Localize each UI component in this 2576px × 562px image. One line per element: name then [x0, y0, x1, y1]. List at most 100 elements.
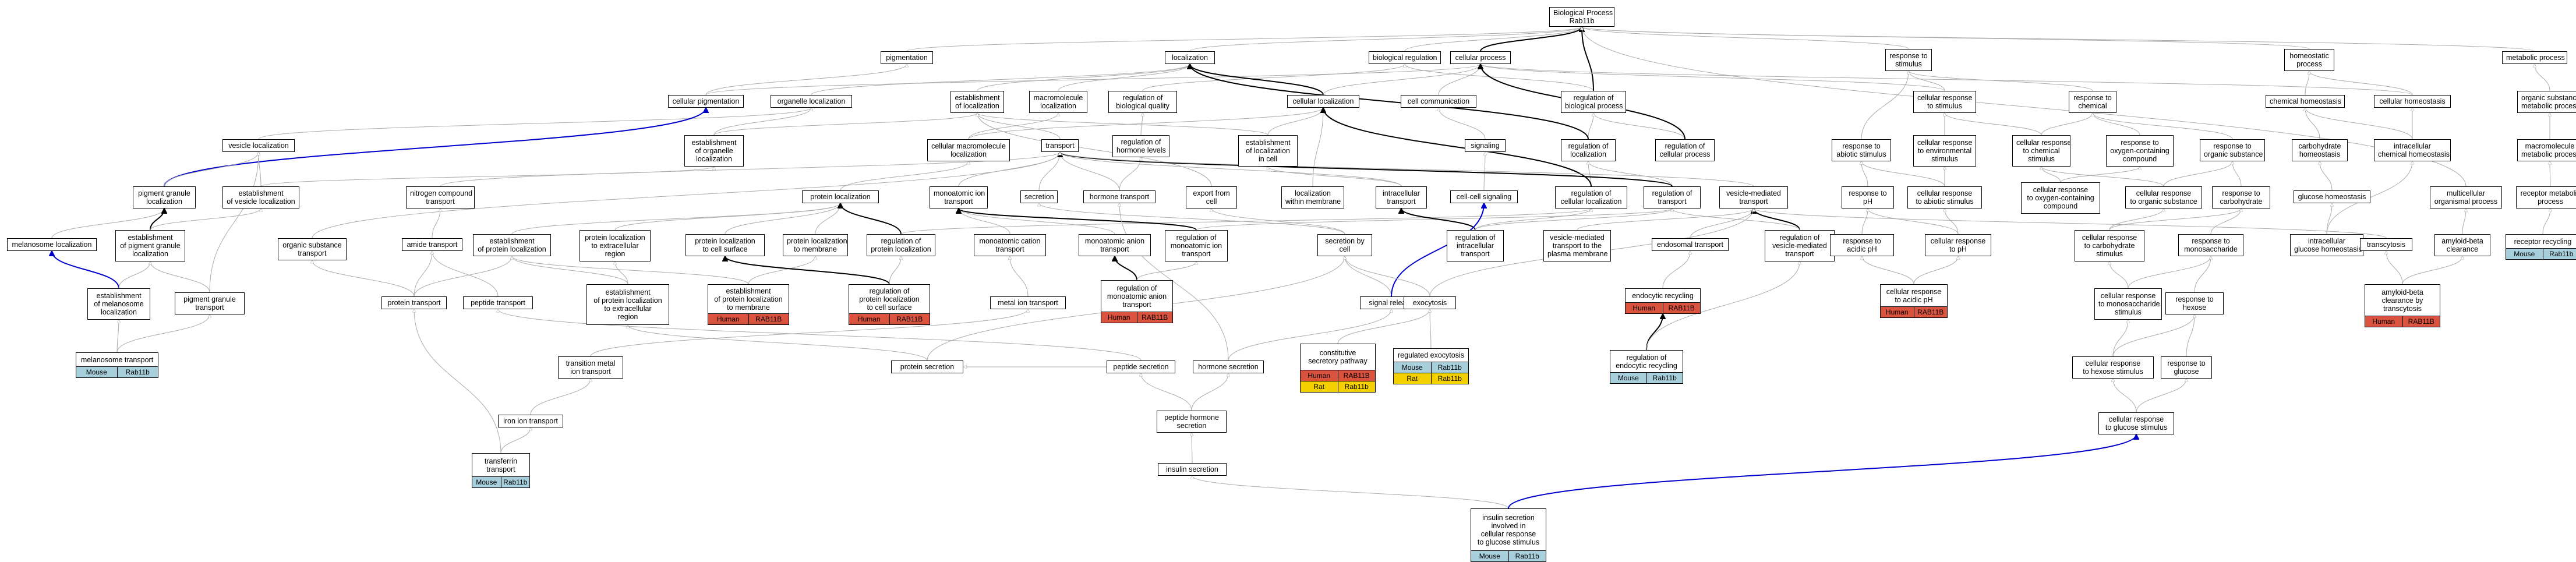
term-node-pigmentation[interactable]: pigmentation [881, 51, 933, 64]
term-node-protein-transport[interactable]: protein transport [381, 296, 447, 309]
term-node-hormone-secretion[interactable]: hormone secretion [1193, 360, 1264, 373]
term-node-peptide-secretion[interactable]: peptide secretion [1107, 360, 1175, 373]
term-node-vesicle-localization[interactable]: vesicle localization [222, 139, 295, 152]
term-node-glucose-homeostasis[interactable]: glucose homeostasis [2294, 190, 2370, 203]
term-node-endosomal-transport[interactable]: endosomal transport [1652, 238, 1729, 251]
term-node-insulin-secretion[interactable]: insulin secretion [1158, 463, 1227, 476]
term-node-amide-transport[interactable]: amide transport [402, 238, 462, 251]
term-node-localization[interactable]: localization [1165, 51, 1215, 64]
term-node-cellular-localization[interactable]: cellular localization [1287, 95, 1359, 108]
term-node-organelle-localization[interactable]: organelle localization [771, 95, 852, 108]
term-node-transport[interactable]: transport [1041, 139, 1079, 152]
term-node-protein-localization[interactable]: protein localization [802, 190, 879, 203]
term-node-exocytosis[interactable]: exocytosis [1404, 296, 1456, 309]
term-node-melanosome-localization[interactable]: melanosome localization [7, 238, 97, 251]
term-node-cellular-process[interactable]: cellular process [1450, 51, 1511, 64]
term-node-biological-regulation[interactable]: biological regulation [1369, 51, 1441, 64]
term-node-metal-ion-transport[interactable]: metal ion transport [990, 296, 1066, 309]
term-node-secretion[interactable]: secretion [1020, 190, 1058, 203]
term-node-metabolic-process[interactable]: metabolic process [2502, 51, 2567, 64]
term-node-signaling[interactable]: signaling [1465, 139, 1506, 152]
term-node-iron-ion-transport[interactable]: iron ion transport [498, 415, 563, 427]
term-node-cell-cell-signaling[interactable]: cell-cell signaling [1450, 190, 1518, 203]
term-node-chemical-homeostasis[interactable]: chemical homeostasis [2266, 95, 2345, 108]
term-node-hormone-transport[interactable]: hormone transport [1083, 190, 1156, 203]
term-node-peptide-transport[interactable]: peptide transport [463, 296, 533, 309]
term-node-cellular-homeostasis[interactable]: cellular homeostasis [2374, 95, 2451, 108]
term-node-protein-secretion[interactable]: protein secretion [891, 360, 963, 373]
term-node-cell-communication[interactable]: cell communication [1401, 95, 1476, 108]
